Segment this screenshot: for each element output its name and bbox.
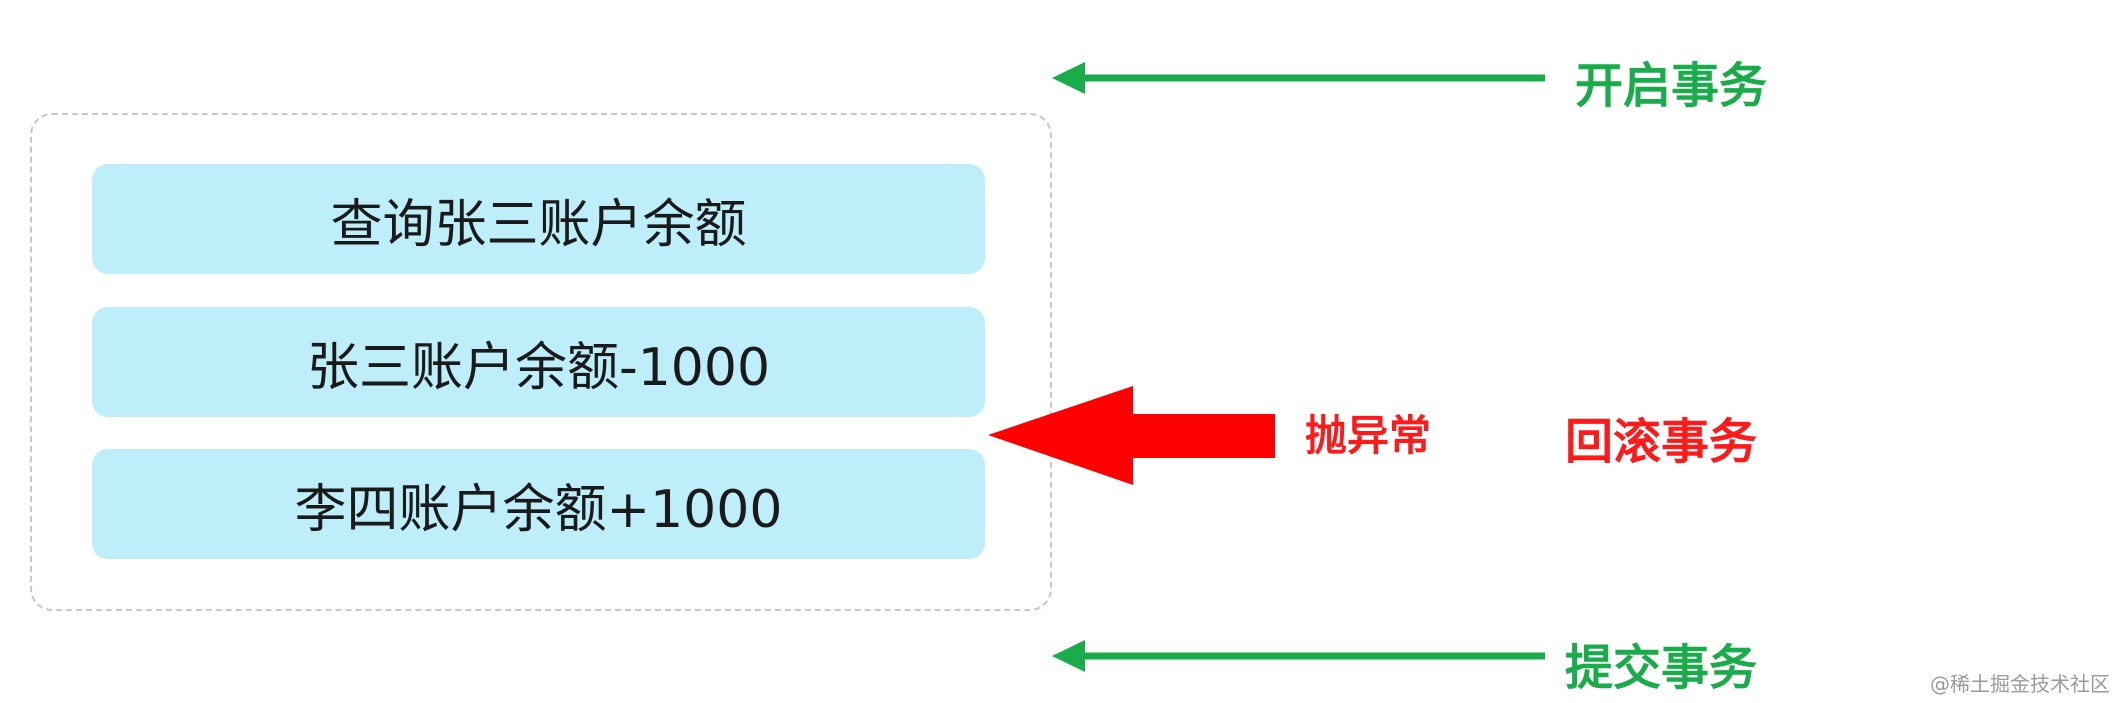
commit-transaction-label: 提交事务 (1565, 640, 1758, 696)
rollback-transaction-label: 回滚事务 (1565, 414, 1758, 470)
begin-transaction-label: 开启事务 (1575, 58, 1768, 114)
transaction-boundary (30, 113, 1052, 611)
begin-arrow (1052, 62, 1545, 94)
throw-exception-label: 抛异常 (1305, 411, 1432, 460)
exception-arrow (988, 386, 1275, 485)
commit-arrow (1052, 640, 1545, 672)
watermark: @稀土掘金技术社区 (1930, 672, 2110, 696)
step-zhangsan-debit: 张三账户余额-1000 (92, 307, 985, 417)
step-query-zhangsan-balance: 查询张三账户余额 (92, 164, 985, 274)
step-lisi-credit: 李四账户余额+1000 (92, 449, 985, 559)
